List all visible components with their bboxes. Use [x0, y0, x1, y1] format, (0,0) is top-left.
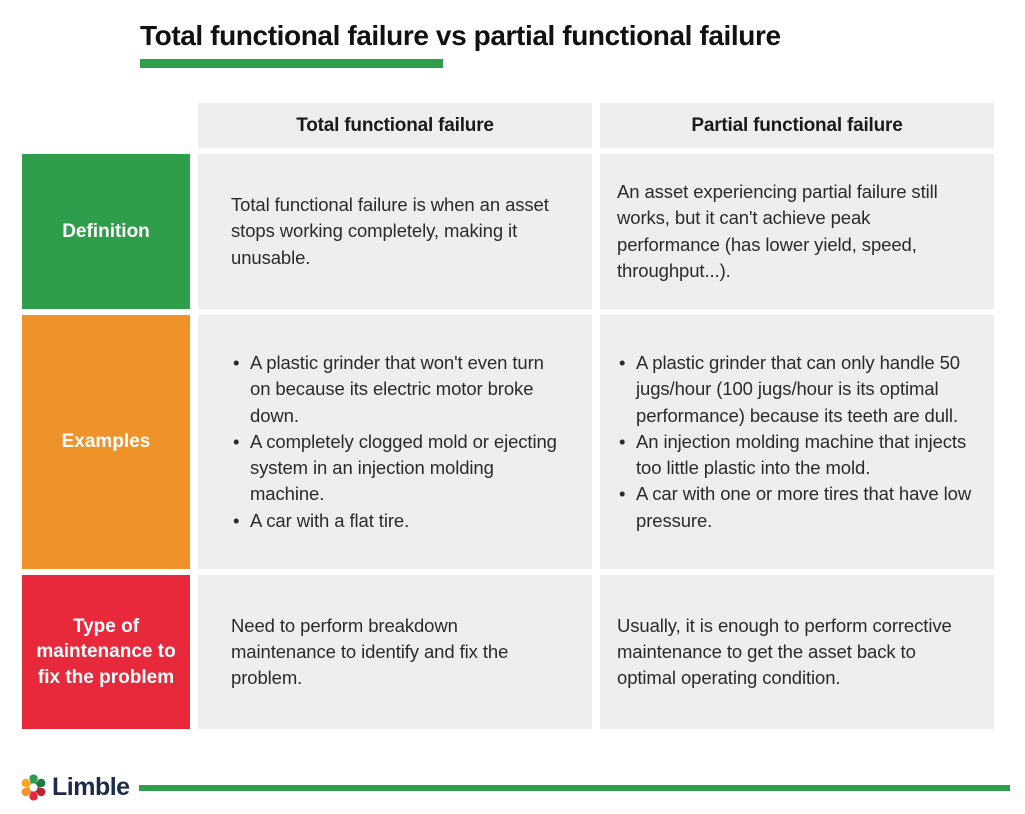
maintenance-type-total-cell: Need to perform breakdown maintenance to… [198, 575, 592, 729]
maintenance-type-partial-cell: Usually, it is enough to perform correct… [600, 575, 994, 729]
bullet-list: A plastic grinder that can only handle 5… [617, 350, 972, 534]
bullet-item: A completely clogged mold or ejecting sy… [231, 429, 566, 508]
footer: Limble [20, 771, 1010, 803]
limble-logo: Limble [20, 773, 130, 802]
definition-partial-cell: An asset experiencing partial failure st… [600, 154, 994, 309]
table-corner-spacer [22, 103, 190, 148]
row-label-definition: Definition [22, 154, 190, 309]
bullet-item: A plastic grinder that can only handle 5… [617, 350, 972, 429]
column-header-total: Total functional failure [198, 103, 592, 148]
examples-partial-cell: A plastic grinder that can only handle 5… [600, 315, 994, 569]
comparison-table: Total functional failure Partial functio… [22, 103, 994, 729]
footer-divider-line [138, 785, 1010, 791]
bullet-item: A plastic grinder that won't even turn o… [231, 350, 566, 429]
cell-text: Usually, it is enough to perform correct… [617, 614, 952, 689]
cell-text: Need to perform breakdown maintenance to… [231, 614, 509, 689]
bullet-list: A plastic grinder that won't even turn o… [231, 350, 566, 534]
bullet-item: A car with one or more tires that have l… [617, 481, 972, 534]
row-label-examples: Examples [22, 315, 190, 569]
title-underline-bar [140, 59, 443, 68]
row-label-maintenance-type: Type of maintenance to fix the problem [22, 575, 190, 729]
brand-name: Limble [52, 772, 130, 801]
cell-text: An asset experiencing partial failure st… [617, 180, 938, 281]
examples-total-cell: A plastic grinder that won't even turn o… [198, 315, 592, 569]
cell-text: Total functional failure is when an asse… [231, 194, 549, 268]
limble-gear-icon [21, 774, 46, 800]
bullet-item: A car with a flat tire. [231, 508, 566, 535]
page-title: Total functional failure vs partial func… [140, 20, 781, 51]
bullet-item: An injection molding machine that inject… [617, 429, 972, 482]
definition-total-cell: Total functional failure is when an asse… [198, 154, 592, 309]
column-header-partial: Partial functional failure [600, 103, 994, 148]
